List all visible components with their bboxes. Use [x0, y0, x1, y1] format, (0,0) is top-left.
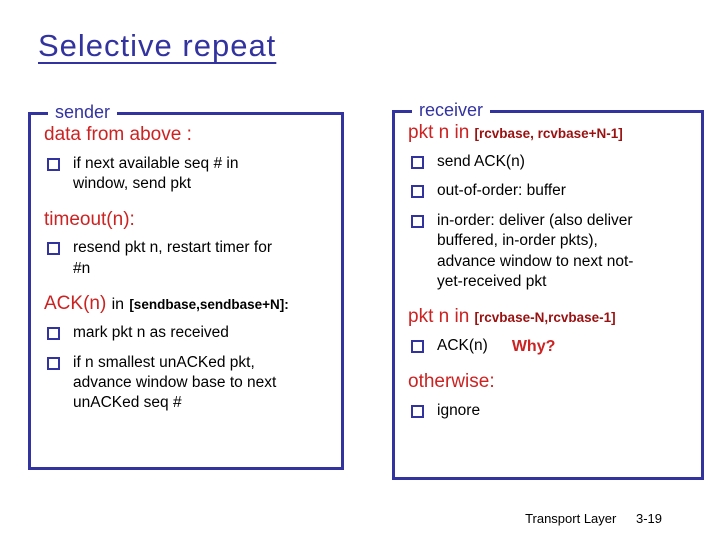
sender-heading-ack: ACK(n) in [sendbase,sendbase+N]: [44, 292, 333, 316]
list-item: in-order: deliver (also deliver buffered… [411, 211, 693, 293]
list-item: out-of-order: buffer [411, 181, 693, 201]
page-title: Selective repeat [38, 28, 277, 63]
list-item-text: ignore [437, 402, 481, 420]
sender-heading-data-from-above: data from above : [44, 124, 192, 145]
list-item-text: out-of-order: buffer [437, 182, 566, 200]
list-item: send ACK(n) [411, 152, 693, 172]
list-item-text: if next available seq # in window, send … [73, 154, 239, 193]
footer-label: Transport Layer [525, 511, 617, 526]
bullet-square-icon [47, 327, 60, 341]
sender-panel: sender data from above : if next availab… [28, 101, 344, 470]
receiver-heading-otherwise: otherwise: [408, 371, 495, 393]
bullet-square-icon [411, 214, 424, 228]
why-note: Why? [511, 338, 556, 356]
page-number: 3-19 [635, 511, 662, 526]
sender-heading-ack-range: [sendbase,sendbase+N]: [129, 297, 289, 313]
receiver-heading-pkt-before-window-range: [rcvbase-N,rcvbase-1] [474, 310, 616, 326]
receiver-heading-pkt-in-window: pkt n in [rcvbase, rcvbase+N-1] [408, 121, 693, 145]
list-item-text: if n smallest unACKed pkt, advance windo… [73, 353, 277, 412]
bullet-square-icon [411, 340, 424, 354]
sender-heading-ack-connector: in [111, 296, 125, 314]
receiver-heading-pkt-before-window-keyword: pkt n in [408, 306, 470, 328]
bullet-square-icon [411, 155, 424, 169]
list-item-text: resend pkt n, restart timer for #n [73, 239, 272, 277]
footer: Transport Layer 3-19 [525, 511, 662, 526]
list-item-text: send ACK(n) [437, 152, 525, 170]
bullet-square-icon [411, 405, 424, 419]
sender-heading-timeout: timeout(n): [44, 208, 135, 230]
bullet-square-icon [47, 356, 60, 370]
receiver-heading-pkt-in-window-keyword: pkt n in [408, 122, 470, 143]
list-item: if n smallest unACKed pkt, advance windo… [47, 353, 333, 414]
bullet-square-icon [47, 157, 60, 171]
receiver-heading-pkt-before-window: pkt n in [rcvbase-N,rcvbase-1] [408, 305, 693, 329]
list-item: mark pkt n as received [47, 323, 333, 343]
list-item: ACK(n) Why? [411, 336, 693, 357]
bullet-square-icon [411, 185, 424, 199]
bullet-square-icon [47, 242, 60, 256]
list-item: ignore [411, 401, 693, 421]
receiver-heading-pkt-in-window-range: [rcvbase, rcvbase+N-1] [474, 126, 623, 141]
sender-panel-label: sender [48, 101, 118, 124]
list-item: resend pkt n, restart timer for #n [47, 238, 333, 279]
list-item: if next available seq # in window, send … [47, 154, 333, 195]
receiver-panel-label: receiver [412, 99, 491, 122]
list-item-text: mark pkt n as received [73, 324, 229, 342]
list-item-text: ACK(n) [437, 337, 488, 355]
receiver-panel: receiver pkt n in [rcvbase, rcvbase+N-1]… [392, 99, 704, 480]
list-item-text: in-order: deliver (also deliver buffered… [437, 211, 634, 291]
sender-heading-ack-keyword: ACK(n) [44, 293, 107, 315]
